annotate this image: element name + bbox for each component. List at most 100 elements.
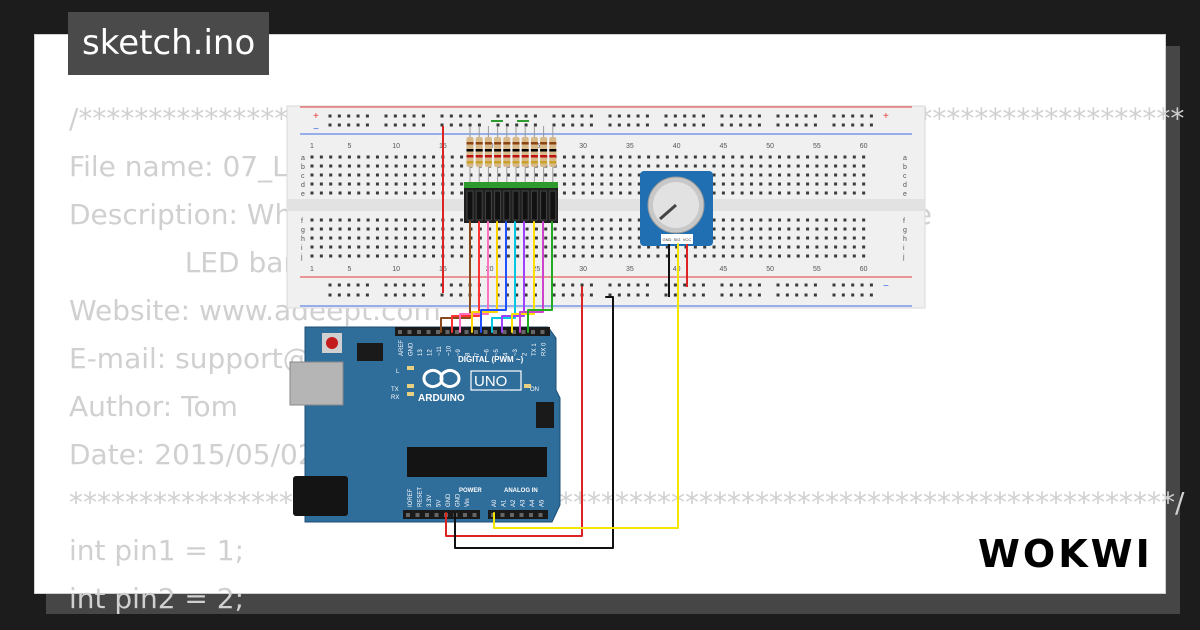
breadboard-hole [740, 254, 744, 258]
breadboard-hole [815, 182, 819, 186]
digital-pin-label: ~10 [447, 345, 453, 356]
breadboard-column-label: 60 [860, 266, 868, 273]
breadboard-hole [440, 293, 444, 297]
resistor-band [521, 149, 529, 152]
breadboard-hole [347, 191, 351, 195]
breadboard-hole [385, 227, 389, 231]
breadboard-hole [422, 173, 426, 177]
breadboard-hole [581, 236, 585, 240]
breadboard-hole [637, 173, 641, 177]
breadboard-hole [806, 218, 810, 222]
resistor-band [503, 142, 511, 145]
breadboard-hole [477, 123, 481, 127]
arduino-model-label: UNO [474, 373, 507, 390]
breadboard-hole [740, 191, 744, 195]
breadboard-hole [749, 155, 753, 159]
breadboard-hole [824, 155, 828, 159]
breadboard-hole [385, 254, 389, 258]
breadboard[interactable]: +−+−115510101515202025253030353540404545… [286, 105, 926, 309]
breadboard-hole [862, 227, 866, 231]
resistor-band [512, 149, 520, 152]
breadboard-hole [729, 123, 733, 127]
breadboard-hole [645, 114, 649, 118]
breadboard-hole [524, 114, 528, 118]
breadboard-hole [609, 218, 613, 222]
breadboard-hole [804, 293, 808, 297]
breadboard-hole [712, 227, 716, 231]
breadboard-hole [721, 173, 725, 177]
breadboard-hole [338, 254, 342, 258]
breadboard-hole [506, 236, 510, 240]
breadboard-hole [329, 164, 333, 168]
breadboard-hole [459, 283, 463, 287]
breadboard-hole [591, 227, 594, 231]
led-bar-graph[interactable] [464, 120, 558, 223]
breadboard-hole [731, 227, 735, 231]
breadboard-hole [683, 123, 687, 127]
breadboard-hole [701, 283, 705, 287]
breadboard-hole [375, 236, 379, 240]
breadboard-hole [852, 155, 856, 159]
arduino-logo-icon [422, 369, 461, 388]
breadboard-hole [795, 123, 799, 127]
breadboard-hole [824, 227, 828, 231]
breadboard-hole [328, 283, 332, 287]
breadboard-hole [693, 155, 697, 159]
breadboard-hole [739, 283, 743, 287]
breadboard-hole [533, 114, 537, 118]
breadboard-hole [656, 254, 660, 258]
breadboard-hole [748, 293, 752, 297]
breadboard-hole [729, 293, 733, 297]
breadboard-hole [310, 155, 314, 159]
breadboard-hole [862, 164, 866, 168]
breadboard-hole [778, 173, 781, 177]
breadboard-hole [460, 254, 464, 258]
breadboard-hole [665, 155, 669, 159]
breadboard-hole [852, 182, 856, 186]
breadboard-hole [834, 173, 838, 177]
breadboard-hole [636, 293, 640, 297]
breadboard-hole [637, 191, 641, 195]
header-pin [406, 513, 410, 517]
breadboard-hole [721, 191, 725, 195]
breadboard-hole [366, 155, 370, 159]
breadboard-hole [795, 293, 799, 297]
breadboard-hole [815, 173, 819, 177]
power-pin-label: GND [456, 493, 462, 507]
breadboard-hole [617, 114, 621, 118]
breadboard-hole [796, 164, 800, 168]
breadboard-hole [365, 283, 369, 287]
resistor-band [521, 155, 529, 158]
breadboard-hole [328, 114, 332, 118]
sketch-filename-tab[interactable]: sketch.ino [68, 12, 270, 75]
breadboard-hole [561, 123, 565, 127]
breadboard-hole [562, 191, 566, 195]
breadboard-hole [581, 173, 585, 177]
breadboard-hole [572, 245, 576, 249]
breadboard-hole [824, 191, 828, 195]
breadboard-hole [740, 245, 744, 249]
status-led [407, 384, 414, 388]
breadboard-hole [815, 164, 819, 168]
breadboard-hole [815, 218, 819, 222]
breadboard-hole [787, 254, 791, 258]
breadboard-hole [637, 155, 641, 159]
breadboard-hole [834, 245, 838, 249]
breadboard-hole [450, 236, 454, 240]
breadboard-hole [488, 245, 492, 249]
breadboard-hole [824, 236, 828, 240]
header-pin [512, 330, 516, 334]
resistor-band [466, 161, 474, 164]
breadboard-hole [815, 254, 819, 258]
breadboard-hole [824, 173, 828, 177]
breadboard-hole [832, 114, 836, 118]
resistor-band [494, 155, 502, 158]
breadboard-hole [422, 155, 426, 159]
breadboard-hole [422, 245, 426, 249]
breadboard-hole [385, 218, 389, 222]
breadboard-hole [619, 254, 623, 258]
header-pin [493, 330, 497, 334]
wire-led5 [480, 221, 507, 333]
